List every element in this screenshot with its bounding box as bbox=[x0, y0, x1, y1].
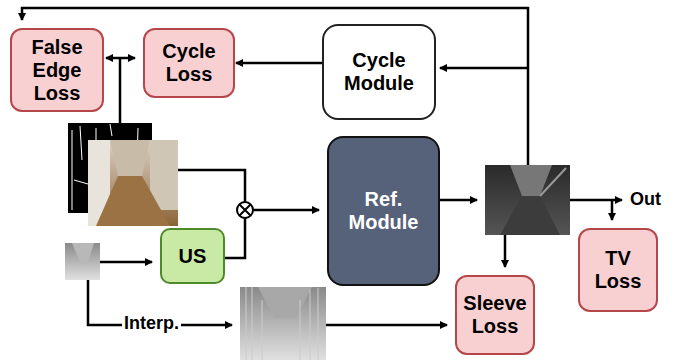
upsample-box: US bbox=[160, 228, 225, 284]
output-label: Out bbox=[628, 190, 663, 210]
node-text: Ref. Module bbox=[333, 188, 434, 234]
node-text: Cycle Loss bbox=[149, 40, 229, 86]
module-box: Ref. Module bbox=[327, 136, 440, 286]
interpolated-depth-image bbox=[240, 287, 326, 360]
loss-box: Sleeve Loss bbox=[455, 275, 535, 355]
node-text: False Edge Loss bbox=[16, 36, 98, 105]
interp-label: Interp. bbox=[122, 314, 181, 334]
multiply-symbol bbox=[237, 202, 253, 218]
loss-box: False Edge Loss bbox=[10, 28, 104, 112]
module-box: Cycle Module bbox=[322, 24, 436, 120]
loss-box: TV Loss bbox=[578, 228, 658, 312]
arrow-connector bbox=[236, 62, 322, 65]
small-depth-image bbox=[65, 243, 100, 280]
node-text: US bbox=[179, 245, 207, 268]
refined-depth-image bbox=[485, 165, 570, 235]
node-text: TV Loss bbox=[584, 247, 652, 293]
node-text: Cycle Module bbox=[328, 49, 430, 95]
rgb-image bbox=[88, 140, 178, 226]
layout-wires bbox=[22, 8, 622, 325]
node-text: Sleeve Loss bbox=[461, 292, 529, 338]
loss-box: Cycle Loss bbox=[143, 28, 235, 98]
